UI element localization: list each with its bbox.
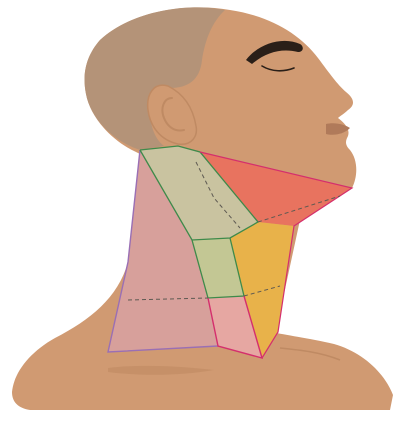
- neck-regions-illustration: [0, 0, 393, 438]
- anatomy-svg: [0, 0, 393, 438]
